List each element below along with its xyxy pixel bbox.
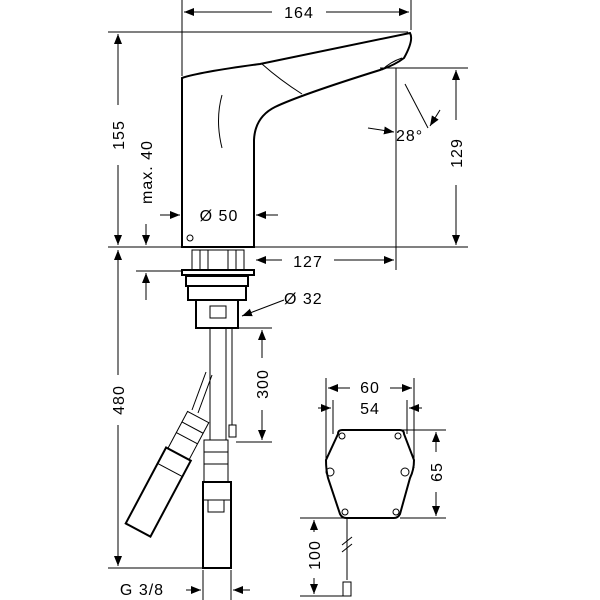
hoses: [124, 328, 237, 569]
faucet-base: [181, 249, 255, 329]
dim-diameter-32: Ø 32: [284, 291, 323, 308]
dim-box-width-54: 54: [360, 401, 380, 418]
dim-height-129: 129: [449, 138, 466, 168]
dim-height-155: 155: [111, 120, 128, 150]
dim-box-width-60: 60: [360, 380, 380, 397]
dim-thread-g38: G 3/8: [120, 582, 164, 599]
faucet-body: [181, 31, 413, 248]
dim-reach-127: 127: [293, 254, 323, 271]
control-box: [324, 429, 416, 597]
dimension-lines: [108, 0, 468, 600]
dim-box-cable-100: 100: [307, 540, 324, 570]
dimension-labels: 164 155 max. 40 129 28° Ø 50 127 Ø 32 30…: [111, 5, 466, 599]
dim-width-164: 164: [284, 5, 314, 22]
dim-max-40: max. 40: [139, 140, 156, 204]
dim-box-height-65: 65: [429, 462, 446, 482]
dim-angle-28: 28°: [396, 128, 423, 145]
dim-length-300: 300: [255, 369, 272, 399]
dim-depth-480: 480: [111, 385, 128, 415]
dim-diameter-50: Ø 50: [200, 208, 239, 225]
